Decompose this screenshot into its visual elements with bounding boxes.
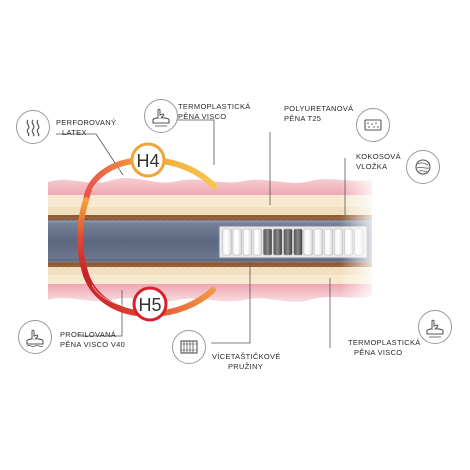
label-coconut: KOKOSOVÁ VLOŽKA bbox=[356, 152, 401, 171]
pocket-spring bbox=[252, 228, 262, 256]
label-line: LATEX bbox=[62, 127, 87, 137]
label-springs: VÍCETAŠTIČKOVÉ PRUŽINY bbox=[212, 352, 281, 371]
label-line: KOKOSOVÁ bbox=[356, 152, 401, 161]
label-line: TERMOPLASTICKÁ bbox=[178, 102, 251, 111]
pocket-spring-dark bbox=[263, 228, 273, 256]
pu-foam-layer bbox=[48, 207, 372, 215]
top-latex-layer bbox=[48, 177, 372, 196]
foam-block-icon bbox=[356, 108, 390, 142]
coconut-fiber-icon bbox=[406, 150, 440, 184]
ring-left-arc bbox=[77, 197, 89, 278]
label-visco-bottom: TERMOPLASTICKÁ PĚNA VISCO bbox=[348, 338, 421, 357]
label-line: PERFOROVANÝ bbox=[56, 118, 117, 127]
firmness-ring: H4 H5 bbox=[77, 142, 217, 322]
label-line: VLOŽKA bbox=[356, 161, 388, 171]
label-line: VÍCETAŠTIČKOVÉ bbox=[212, 352, 281, 361]
visco-hand-icon-bottom bbox=[418, 310, 452, 344]
h5-label: H5 bbox=[138, 295, 161, 315]
bottom-visco-layer bbox=[48, 267, 372, 275]
pocket-spring bbox=[324, 228, 333, 256]
latex-waves-icon bbox=[16, 110, 50, 144]
bottom-profiled-visco-layer bbox=[48, 275, 372, 284]
pocket-spring-dark bbox=[283, 228, 293, 256]
label-visco-top: TERMOPLASTICKÁ PĚNA VISCO bbox=[178, 102, 251, 121]
pocket-springs-icon bbox=[172, 330, 206, 364]
profiled-visco-hand-icon bbox=[18, 320, 52, 354]
label-line: POLYURETANOVÁ bbox=[284, 104, 354, 113]
label-line: TERMOPLASTICKÁ bbox=[348, 338, 421, 347]
label-pu-foam: POLYURETANOVÁ PĚNA T25 bbox=[284, 104, 353, 123]
pocket-spring bbox=[313, 228, 323, 256]
pocket-spring bbox=[303, 228, 313, 256]
pocket-spring bbox=[222, 228, 232, 256]
pocket-spring bbox=[242, 228, 252, 256]
h5-badge bbox=[132, 286, 168, 322]
top-visco-layer bbox=[48, 195, 372, 207]
h4-badge bbox=[130, 142, 166, 178]
pocket-spring bbox=[232, 228, 242, 256]
label-line: PĚNA VISCO V40 bbox=[60, 339, 126, 349]
top-coconut-layer bbox=[48, 215, 372, 220]
pocket-spring-dark bbox=[293, 228, 303, 256]
label-line: PĚNA T25 bbox=[284, 113, 322, 123]
label-perforated-latex: PERFOROVANÝ LATEX bbox=[56, 118, 116, 137]
h4-label: H4 bbox=[136, 151, 159, 171]
visco-hand-icon bbox=[144, 99, 178, 133]
pocket-spring-dark bbox=[273, 228, 283, 256]
label-line: PRUŽINY bbox=[228, 361, 264, 371]
bottom-coconut-layer bbox=[48, 262, 372, 267]
label-line: PĚNA VISCO bbox=[178, 111, 227, 121]
label-line: PROFILOVANÁ bbox=[60, 330, 117, 339]
label-line: PĚNA VISCO bbox=[354, 347, 403, 357]
label-visco-v40: PROFILOVANÁ PĚNA VISCO V40 bbox=[60, 330, 125, 349]
